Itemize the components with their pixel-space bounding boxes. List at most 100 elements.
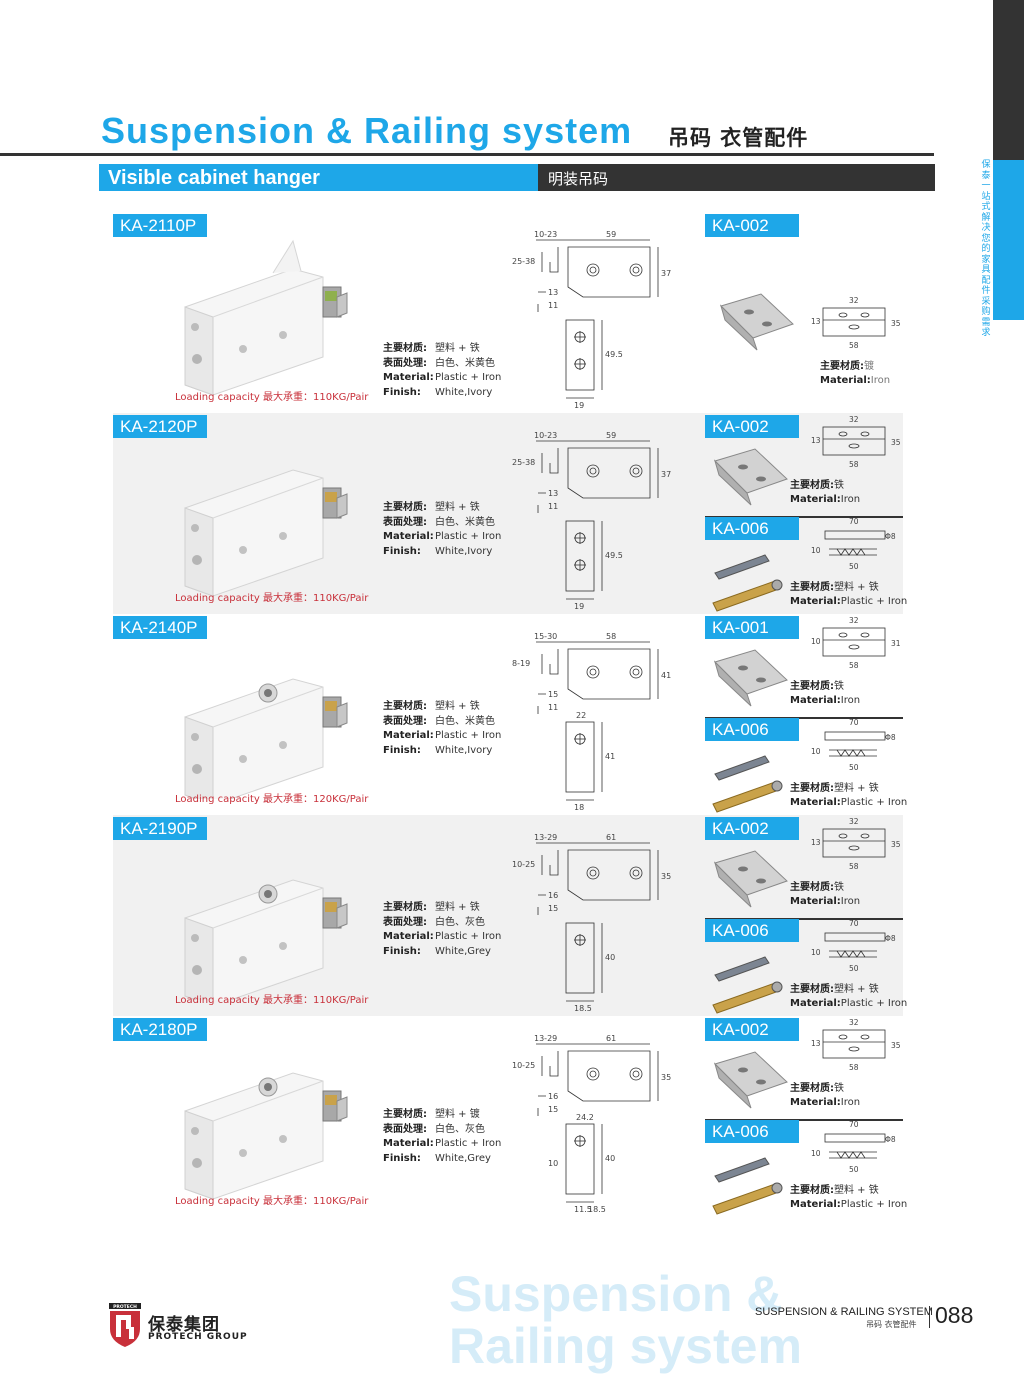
acc-dim-side: 10 <box>811 546 821 555</box>
dim-depth-range: 25-38 <box>512 458 535 467</box>
loading-capacity: Loading capacity 最大承重：110KG/Pair <box>175 995 369 1006</box>
accessory-photo <box>711 286 801 356</box>
loading-capacity: Loading capacity 最大承重：110KG/Pair <box>175 392 369 403</box>
acc-dim-width: 70 <box>849 517 859 526</box>
spec-material-value: Plastic + Iron <box>435 531 502 542</box>
page-title: Suspension & Railing system <box>101 110 633 151</box>
dim-plate-width: 18 <box>574 803 584 812</box>
mounting-bracket-photo <box>713 850 788 908</box>
accessory-material: Material:Iron <box>790 895 860 909</box>
section-title-cn: 明装吊码 <box>548 170 609 188</box>
spec-finish-label: Finish: <box>383 386 421 398</box>
accessory-material-value: Plastic + Iron <box>840 797 908 808</box>
dim-offset-range: 15-30 <box>534 632 557 641</box>
spec-material-value: Plastic + Iron <box>435 931 502 942</box>
hanger-photo <box>184 1072 348 1200</box>
dim-stud-height: 10 <box>548 1159 558 1168</box>
side-strip-dark <box>993 0 1024 160</box>
spec-surface: 表面处理:白色、灰色 <box>383 1123 501 1138</box>
accessory-main-material-value: 镀 <box>864 361 874 372</box>
spec-material: Material:Plastic + Iron <box>383 729 501 744</box>
dim-plate-width: 19 <box>574 401 584 410</box>
accessory-material-label: Material: <box>790 596 841 607</box>
accessory-main-material-label: 主要材质: <box>790 582 834 593</box>
accessory-photo <box>705 543 795 613</box>
spec-main-material-label: 主要材质: <box>383 1109 427 1120</box>
spec-finish-value: White,Grey <box>435 1152 491 1164</box>
accessory-main-material-value: 塑料 + 铁 <box>834 984 879 995</box>
accessory-main-material: 主要材质:铁 <box>790 1082 860 1096</box>
accessory-photo <box>705 1146 795 1216</box>
accessory-material-value: Plastic + Iron <box>840 1199 908 1210</box>
mounting-bracket-photo <box>719 293 794 351</box>
spec-material: Material:Plastic + Iron <box>383 530 501 545</box>
accessory-material: Material:Plastic + Iron <box>790 997 907 1011</box>
dim-horizontal-adjust: 16 <box>548 891 558 900</box>
accessory-divider <box>705 918 903 920</box>
section-band: Visible cabinet hanger 明装吊码 <box>99 164 935 191</box>
spec-material-value: Plastic + Iron <box>435 1138 502 1149</box>
dim-vertical-adjust: 11 <box>548 703 558 712</box>
spec-main-material-value: 塑料 + 铁 <box>435 902 480 913</box>
spec-finish: Finish: White,Grey <box>383 1152 501 1167</box>
acc-dim-length: 50 <box>849 1165 859 1174</box>
dim-height: 35 <box>661 1073 671 1082</box>
acc-dim-height: 35 <box>891 319 901 328</box>
acc-dim-length: 50 <box>849 964 859 973</box>
dim-plate-height: 40 <box>605 953 615 962</box>
spec-main-material-value: 塑料 + 铁 <box>435 701 480 712</box>
accessory-main-material-label: 主要材质: <box>790 480 834 491</box>
acc-dim-width: 32 <box>849 415 859 424</box>
accessory-photo <box>705 642 795 712</box>
accessory-material-value: Iron <box>870 375 891 386</box>
dim-width: 61 <box>606 1034 616 1043</box>
spec-main-material: 主要材质:塑料 + 铁 <box>383 901 501 916</box>
accessory-main-material-label: 主要材质: <box>790 1185 834 1196</box>
hanger-photo <box>184 879 348 1007</box>
dim-horizontal-adjust: 13 <box>548 489 558 498</box>
product-photo <box>173 1041 353 1201</box>
accessory-material-value: Plastic + Iron <box>840 998 908 1009</box>
accessory-material-label: Material: <box>790 1097 841 1108</box>
accessory-main-material: 主要材质:塑料 + 铁 <box>790 782 907 796</box>
dim-offset-range: 13-29 <box>534 833 557 842</box>
dim-plate-height: 41 <box>605 752 615 761</box>
spec-material-label: Material: <box>383 531 434 542</box>
footer-section-name: SUSPENSION & RAILING SYSTEM <box>755 1306 933 1318</box>
spec-finish-label: Finish: <box>383 1152 421 1164</box>
accessory-code: KA-002 <box>705 1018 799 1041</box>
acc-dim-height: Φ8 <box>885 1135 896 1144</box>
dim-width: 58 <box>606 632 616 641</box>
spec-surface: 表面处理:白色、米黄色 <box>383 357 501 372</box>
spec-main-material: 主要材质:塑料 + 铁 <box>383 342 501 357</box>
accessory-main-material-value: 铁 <box>834 1083 844 1094</box>
acc-dim-height: Φ8 <box>885 733 896 742</box>
dim-plate-top-width: 24.2 <box>576 1113 594 1122</box>
accessory-main-material: 主要材质:塑料 + 铁 <box>790 581 907 595</box>
spec-surface-value: 白色、灰色 <box>435 916 485 928</box>
accessory-material-value: Plastic + Iron <box>840 596 908 607</box>
dim-plate-width: 18.5 <box>574 1004 592 1013</box>
